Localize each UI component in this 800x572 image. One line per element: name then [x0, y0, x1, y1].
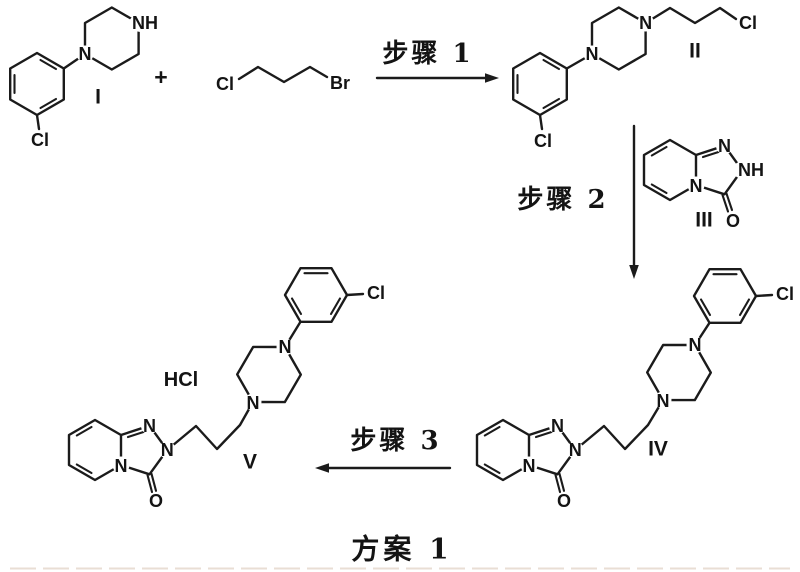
plus-sign: +	[154, 64, 167, 90]
step-2: 步骤 2	[517, 124, 639, 279]
cl-substituent-bond	[35, 113, 41, 131]
double-bond	[542, 58, 561, 71]
step-3-label: 步骤 3	[350, 425, 441, 456]
step-3: 步骤 3	[315, 425, 452, 473]
atom-label-N: N	[551, 416, 564, 436]
atom-label-N: N	[569, 440, 582, 460]
atom-label-N: N	[279, 337, 292, 357]
compound-number-II: II	[689, 40, 701, 63]
pyridine-ring	[642, 138, 698, 202]
double-bond	[75, 425, 93, 437]
phenyl-ring	[283, 267, 349, 323]
atom-label-N: N	[689, 335, 702, 355]
atom-label-N: N	[247, 393, 260, 413]
step-1: 步骤 1	[375, 38, 499, 83]
pyridine-ring	[67, 418, 123, 482]
compound-III: N NH N O III	[642, 136, 764, 232]
carbonyl-bond	[150, 472, 158, 492]
double-bond	[701, 150, 722, 159]
double-bond	[75, 463, 93, 475]
hcl-salt-label: HCl	[164, 369, 198, 391]
atom-label-Cl: Cl	[739, 13, 757, 33]
carbonyl-bond	[146, 473, 154, 494]
double-bond	[738, 298, 751, 317]
double-bond	[542, 97, 561, 110]
reagent-bromochloropropane: Cl Br	[216, 65, 350, 94]
double-bond	[39, 97, 58, 110]
compound-V: N N N O N N Cl HCl V	[67, 267, 385, 511]
compound-II: N N Cl Cl II	[512, 6, 757, 151]
atom-label-O: O	[726, 211, 740, 231]
step-2-label: 步骤 2	[517, 184, 608, 215]
propyl-chain	[574, 398, 665, 452]
atom-label-NH: NH	[132, 13, 158, 33]
atom-label-N: N	[161, 440, 174, 460]
step-1-arrow-head	[485, 73, 499, 83]
atom-label-O: O	[149, 491, 163, 511]
step-3-arrow-head	[315, 463, 329, 473]
compound-number-III: III	[695, 209, 713, 232]
piperazine-ring	[590, 6, 647, 71]
double-bond	[650, 183, 668, 195]
atom-label-Cl: Cl	[367, 283, 385, 303]
double-bond	[290, 297, 303, 316]
atom-label-Cl: Cl	[31, 130, 49, 150]
atom-label-N: N	[523, 456, 536, 476]
pyridine-ring	[475, 418, 531, 482]
double-bond	[699, 298, 712, 317]
propyl-chain	[165, 400, 255, 452]
carbonyl-bond	[558, 472, 566, 492]
compound-IV: N N N O N N Cl IV	[475, 268, 794, 511]
benzene-ring	[512, 51, 568, 117]
phenyl-ring	[692, 268, 758, 324]
scheme-caption: 方案 1	[351, 533, 452, 566]
atom-label-N: N	[718, 136, 731, 156]
step-2-arrow-head	[629, 265, 639, 279]
atom-label-NH: NH	[738, 160, 764, 180]
propane-chain	[237, 65, 329, 84]
double-bond	[329, 297, 342, 316]
double-bond	[126, 430, 147, 439]
piperazine-ring	[83, 6, 140, 71]
atom-label-N: N	[79, 44, 92, 64]
double-bond	[39, 58, 58, 71]
compound-number-IV: IV	[648, 438, 668, 461]
carbonyl-bond	[725, 192, 734, 212]
compound-I: N NH Cl I	[9, 6, 158, 150]
atom-label-O: O	[557, 491, 571, 511]
double-bond	[483, 463, 501, 475]
benzene-ring	[9, 51, 65, 117]
atom-label-N: N	[115, 456, 128, 476]
cl-substituent-bond	[754, 293, 774, 298]
double-bond	[534, 430, 555, 439]
atom-label-Cl: Cl	[216, 74, 234, 94]
atom-label-Br: Br	[330, 73, 350, 93]
compound-number-V: V	[243, 451, 257, 474]
cl-substituent-bond	[538, 113, 544, 131]
double-bond	[483, 425, 501, 437]
step-1-label: 步骤 1	[382, 38, 473, 69]
cl-substituent-bond	[345, 292, 365, 297]
compound-number-I: I	[95, 86, 101, 109]
carbonyl-bond	[721, 193, 730, 213]
atom-label-N: N	[586, 44, 599, 64]
atom-label-N: N	[143, 416, 156, 436]
atom-label-N: N	[657, 391, 670, 411]
atom-label-Cl: Cl	[776, 284, 794, 304]
carbonyl-bond	[554, 473, 562, 494]
atom-label-N: N	[690, 176, 703, 196]
chloropropyl-chain	[644, 6, 738, 25]
atom-label-N: N	[639, 13, 652, 33]
atom-label-Cl: Cl	[534, 131, 552, 151]
double-bond	[650, 145, 668, 157]
